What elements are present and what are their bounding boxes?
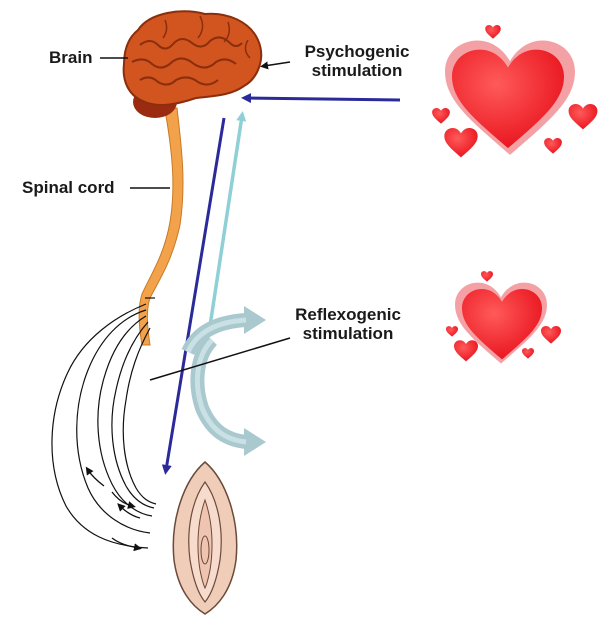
psychogenic-label-line2: stimulation (292, 61, 422, 80)
spinal-cord (139, 108, 183, 345)
reflexogenic-loop-arrows (188, 306, 266, 456)
genital-organ-icon (173, 462, 236, 614)
psychogenic-label: Psychogenic stimulation (292, 42, 422, 80)
nerve-arrows (88, 470, 140, 548)
reflexogenic-label-line1: Reflexogenic (288, 305, 408, 324)
brain-label: Brain (49, 48, 92, 67)
hearts-cluster-icon (432, 25, 597, 157)
psychogenic-label-line1: Psychogenic (292, 42, 422, 61)
reflexogenic-label-line2: stimulation (288, 324, 408, 343)
ascending-pathway-arrow (210, 116, 242, 326)
spinal-cord-label: Spinal cord (22, 178, 115, 197)
hearts-cluster-icon (446, 271, 561, 363)
brain-icon (124, 11, 262, 118)
reflexogenic-label: Reflexogenic stimulation (288, 305, 408, 343)
